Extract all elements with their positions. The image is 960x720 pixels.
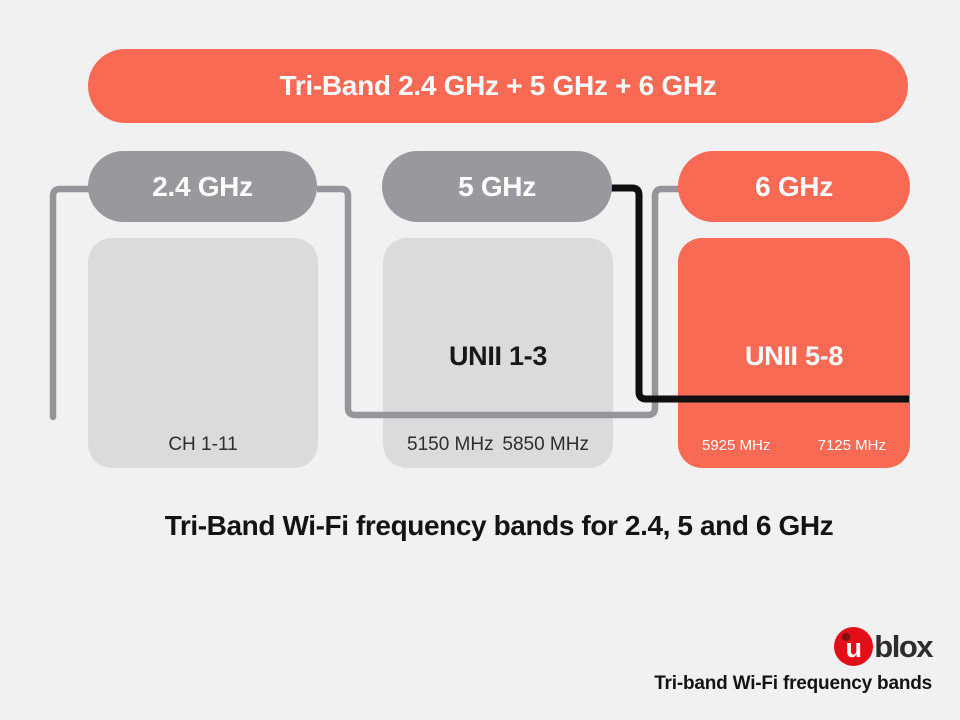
u-blox-logo: u blox [834,627,933,666]
freq-7125-label: 7125 MHz [817,436,886,454]
band-box-5ghz: UNII 1-3 5150 MHz 5850 MHz [383,238,613,468]
u-blox-logo-letter: u [845,632,863,663]
u-blox-wordmark: blox [874,628,933,664]
band-box-2-4ghz: CH 1-11 [88,238,318,468]
band-pill-5ghz-label: 5 GHz [458,170,536,202]
band-box-2-4ghz-footer: CH 1-11 [88,433,318,457]
band-pill-2-4ghz-label: 2.4 GHz [152,170,253,202]
freq-5925-label: 5925 MHz [702,436,771,454]
band-pill-6ghz: 6 GHz [678,151,910,222]
u-blox-logo-mark-icon: u [834,627,874,666]
tri-band-banner: Tri-Band 2.4 GHz + 5 GHz + 6 GHz [88,49,908,123]
freq-5850-label: 5850 MHz [502,434,589,455]
diagram-caption: Tri-Band Wi-Fi frequency bands for 2.4, … [164,510,834,541]
band-box-6ghz-footer: 5925 MHz 7125 MHz [678,433,910,457]
band-pill-6ghz-label: 6 GHz [755,170,833,202]
band-pill-2-4ghz: 2.4 GHz [88,151,317,222]
band-pill-5ghz: 5 GHz [382,151,612,222]
freq-5150-label: 5150 MHz [407,434,494,455]
footer-tagline: Tri-band Wi-Fi frequency bands [654,673,932,694]
unii-1-3-label: UNII 1-3 [448,341,548,371]
band-box-6ghz: UNII 5-8 5925 MHz 7125 MHz [678,238,910,468]
band-box-5ghz-footer: 5150 MHz 5850 MHz [383,433,613,457]
channel-range-label: CH 1-11 [168,434,238,455]
tri-band-banner-label: Tri-Band 2.4 GHz + 5 GHz + 6 GHz [279,70,717,101]
unii-5-8-label: UNII 5-8 [744,341,844,371]
u-blox-logo-dot-icon [842,633,851,641]
